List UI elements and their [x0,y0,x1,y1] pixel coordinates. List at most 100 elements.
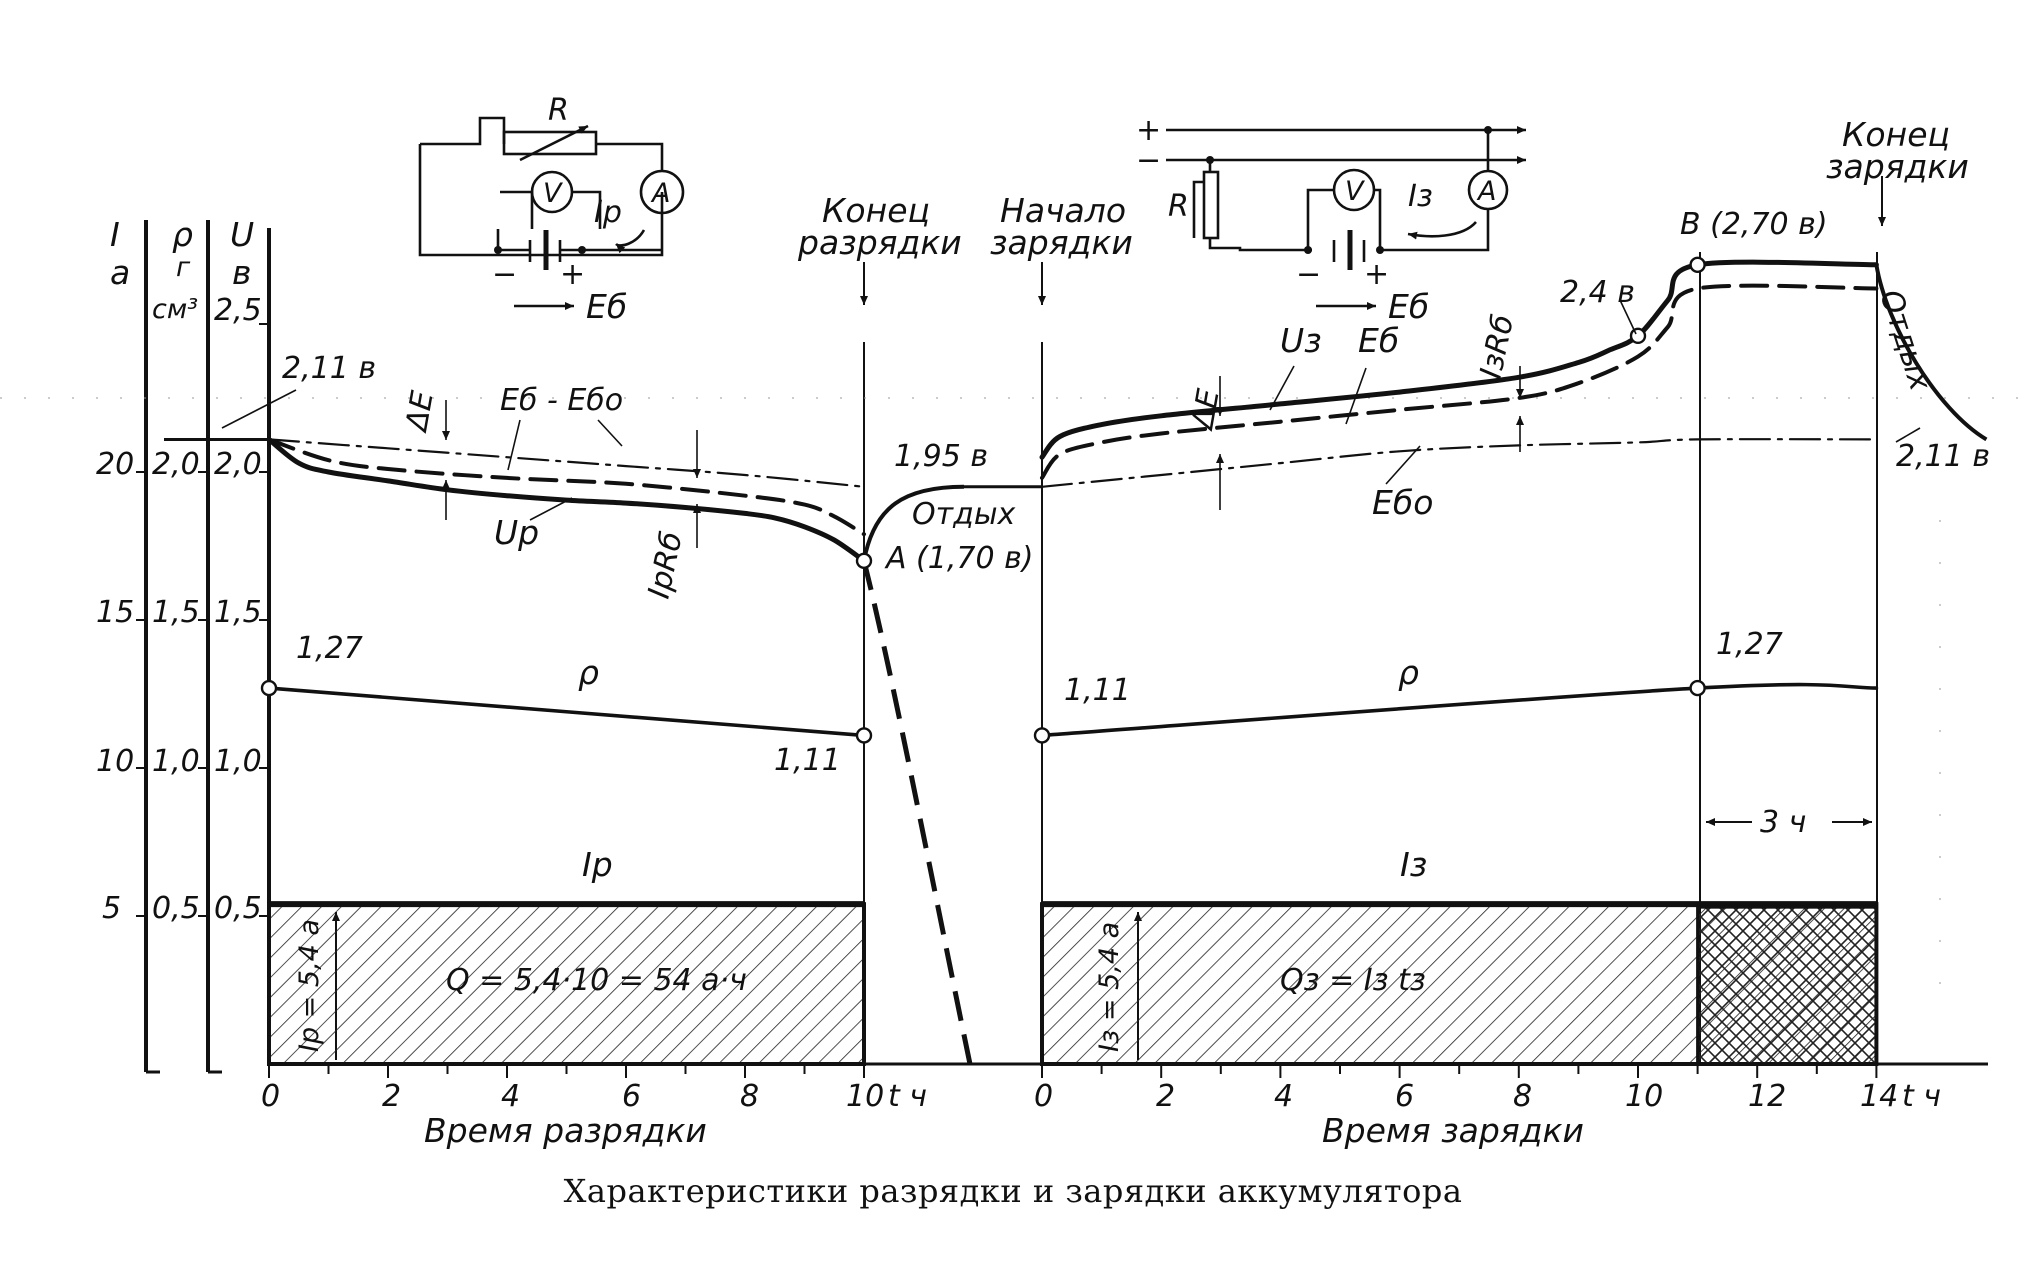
data-point-marker [1033,727,1051,744]
point-24-leader [1619,299,1637,335]
v211-right-leader [1895,427,1921,443]
discharge-series-Eбо [267,438,866,488]
Ip-series-label: Iр [582,845,613,884]
U-tick-label: 1,5 [214,595,262,630]
Eb-minus-Ebo-label: Eб - Eбо [500,383,623,418]
point-B-label: B (2,70 в) [1680,207,1828,242]
circuit-right-bus-plus: + [1136,113,1161,148]
I-tick-label: 10 [96,744,134,779]
circuit-node [494,246,502,254]
circuit-right-I: Iз [1408,179,1433,214]
charge-t-label: t ч [1902,1079,1941,1114]
deep-discharge-curve [861,560,973,1065]
discharge-x-tick: 2 [382,1079,401,1114]
I-axis-unit: а [110,253,130,292]
end-charge-label: зарядки [1826,147,1969,186]
charge-x-tick: 8 [1513,1079,1532,1114]
end-discharge-label: Конец [822,191,930,230]
start-charge-label: Начало [1000,191,1126,230]
circuit-node [578,246,586,254]
data-point-marker [1689,256,1706,273]
Iz-value-label: Iз = 5,4 а [1094,922,1125,1052]
I-tick-label: 15 [96,595,134,630]
current-bars [267,901,1879,1066]
Up-leader [529,497,573,521]
circuit-right-V: V [1345,176,1366,207]
v211-right-label: 2,11 в [1896,439,1990,474]
ammeter-icon [639,169,685,215]
charge-x-tick: 4 [1274,1079,1293,1114]
U-tick-label: 2,5 [214,293,262,328]
point-24-label: 2,4 в [1560,275,1635,310]
three-hours-label: 3 ч [1760,805,1806,840]
circuit-node [1484,126,1492,134]
circuit-right-minus: − [1296,257,1321,292]
start-charge-label: зарядки [990,223,1133,262]
discharge-x-tick: 4 [501,1079,520,1114]
charge-x-tick: 6 [1395,1079,1414,1114]
charge-series-Eб [1040,283,1879,480]
circuit-left-V: V [543,178,564,209]
rho-127-left-label: 1,27 [296,631,363,666]
end-discharge-label: разрядки [797,223,962,262]
data-point-marker [855,552,873,569]
U-axis-symbol: U [230,215,254,254]
charge-axis-title: Время зарядки [1322,1111,1584,1150]
circuit-left-I: Iр [594,195,622,230]
discharge-x-tick: 10 [846,1079,884,1114]
discharge-series-ρ [267,686,866,738]
circuit-right-bus-minus: − [1136,143,1161,178]
rho-tick-label: 2,0 [152,447,200,482]
discharge-axis-title: Время разрядки [424,1111,707,1150]
IzRb-label: IзRб [1474,312,1522,382]
v211-left-leader [221,389,297,429]
point-A-label: A (1,70 в) [884,541,1033,576]
Uz-series-label: Uз [1280,321,1322,360]
circuit-node [1376,246,1384,254]
discharge-x-tick: 0 [261,1079,280,1114]
v211-left-label: 2,11 в [282,351,376,386]
rest-right-label: Отдых [1872,286,1937,395]
rest-left-label: Отдых [912,497,1016,532]
rho-axis-unit-den: см³ [152,294,198,325]
v195-label: 1,95 в [894,439,988,474]
circuit-left-E: Eб [586,287,627,326]
Eb-series-label: Eб [1358,321,1399,360]
rest-recovery-charge [1874,264,1988,442]
circuit-node [1206,156,1214,164]
data-point-marker [1689,679,1706,697]
rho-curve-label-right: ρ [1398,653,1419,692]
U-tick-label: 0,5 [214,891,262,926]
rho-tick-label: 1,5 [152,595,200,630]
dE-left-label: ΔE [399,388,441,435]
Eb-leader-left [507,419,521,471]
circuit-right-A: A [1476,176,1496,207]
figure-caption: Характеристики разрядки и зарядки аккуму… [563,1172,1463,1210]
rho-tick-label: 0,5 [152,891,200,926]
rest-recovery-discharge [862,484,965,562]
discharge-x-tick: 6 [622,1079,641,1114]
Uz-leader [1269,365,1295,411]
series-lines [164,259,1988,1065]
rho-axis-symbol: ρ [172,215,193,254]
Ip-value-label: Iр = 5,4 а [294,919,325,1052]
marked-points [260,256,1706,744]
data-point-marker [855,727,873,744]
rho-axis-unit-num: г [176,252,191,283]
charge-x-tick: 10 [1625,1079,1663,1114]
Ebo-series-label: Eбо [1372,483,1433,522]
discharge-series-Eб [267,437,866,537]
rho-127-right-label: 1,27 [1716,627,1783,662]
circuit-right-E: Eб [1388,287,1429,326]
discharge-series-Uр [266,436,867,564]
end-charge-label: Конец [1842,115,1950,154]
data-point-marker [1629,327,1647,345]
circuit-right-R: R [1168,189,1189,224]
circuit-left-minus: − [492,257,517,292]
charge-x-tick: 14 [1860,1079,1898,1114]
charge-x-tick: 2 [1156,1079,1175,1114]
circuit-left-plus: + [560,257,585,292]
discharge-x-tick: 8 [740,1079,759,1114]
Q-discharge-label: Q = 5,4·10 = 54 а·ч [446,963,747,998]
